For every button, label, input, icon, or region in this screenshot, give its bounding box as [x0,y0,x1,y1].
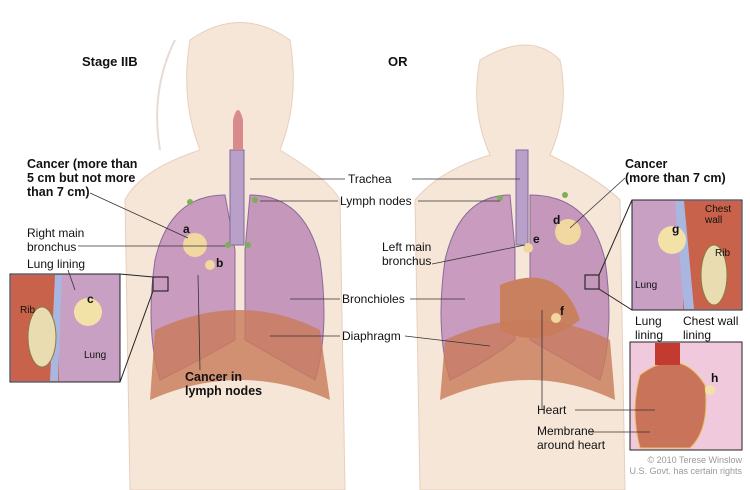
label-cancer-over-7cm: Cancer (more than 7 cm) [625,157,726,185]
label-cancer-lymph-nodes: Cancer in lymph nodes [185,370,262,398]
label-line: 5 cm but not more [27,171,136,185]
right-lungs [440,149,615,400]
left-inset-lung-lining [9,273,154,383]
label-line: Cancer in [185,370,242,384]
label-line: lining [635,328,664,342]
label-line: Cancer [625,157,668,171]
marker-c: c [87,292,94,306]
label-membrane-around-heart: Membrane around heart [537,424,605,452]
label-line: Right main [27,226,85,240]
inset-lung-label: Lung [84,350,107,361]
label-line: Lung [635,314,662,328]
marker-d: d [553,213,561,227]
label-right-main-bronchus: Right main bronchus [27,226,84,254]
label-line: lining [683,328,712,342]
leader-lines [67,177,655,433]
or-separator: OR [388,54,408,69]
inset-rib-label: Rib [20,305,36,316]
marker-f: f [560,304,564,318]
copyright-line: © 2010 Terese Winslow [647,455,742,465]
label-lung-lining-right: Lung lining [635,314,663,342]
inset-chest-wall-label: Chest wall [705,204,731,226]
marker-b: b [216,256,224,270]
label-line: Chest wall [683,314,739,328]
label-lymph-nodes: Lymph nodes [340,194,412,208]
label-line: Membrane [537,424,595,438]
label-line: bronchus [27,240,77,254]
left-lungs [150,110,330,400]
right-inset-chest-wall [598,199,743,311]
label-bronchioles: Bronchioles [342,292,405,306]
marker-e: e [533,232,540,246]
label-left-main-bronchus: Left main bronchus [382,240,431,268]
label-line: bronchus [382,254,432,268]
label-chest-wall-lining: Chest wall lining [683,314,738,342]
copyright-notice: © 2010 Terese Winslow U.S. Govt. has cer… [629,455,742,477]
label-line: (more than 7 cm) [625,171,726,185]
label-heart: Heart [537,403,567,417]
label-line: lymph nodes [185,384,263,398]
stage-title: Stage IIB [82,54,138,69]
label-line: around heart [537,438,606,452]
label-line: Left main [382,240,432,254]
inset-lung-label-right: Lung [635,280,658,291]
label-line: wall [705,215,723,226]
marker-h: h [711,371,719,385]
label-diaphragm: Diaphragm [342,329,401,343]
heart-inset [629,341,743,451]
label-line: Cancer (more than [27,157,138,171]
label-line: Chest [705,204,732,215]
marker-a: a [183,222,190,236]
label-trachea: Trachea [348,172,392,186]
label-cancer-5-7cm: Cancer (more than 5 cm but not more than… [27,157,137,199]
copyright-line: U.S. Govt. has certain rights [629,466,742,476]
label-line: than 7 cm) [27,185,90,199]
label-lung-lining-left: Lung lining [27,257,86,271]
inset-rib-label-right: Rib [715,248,731,259]
marker-g: g [672,222,680,236]
